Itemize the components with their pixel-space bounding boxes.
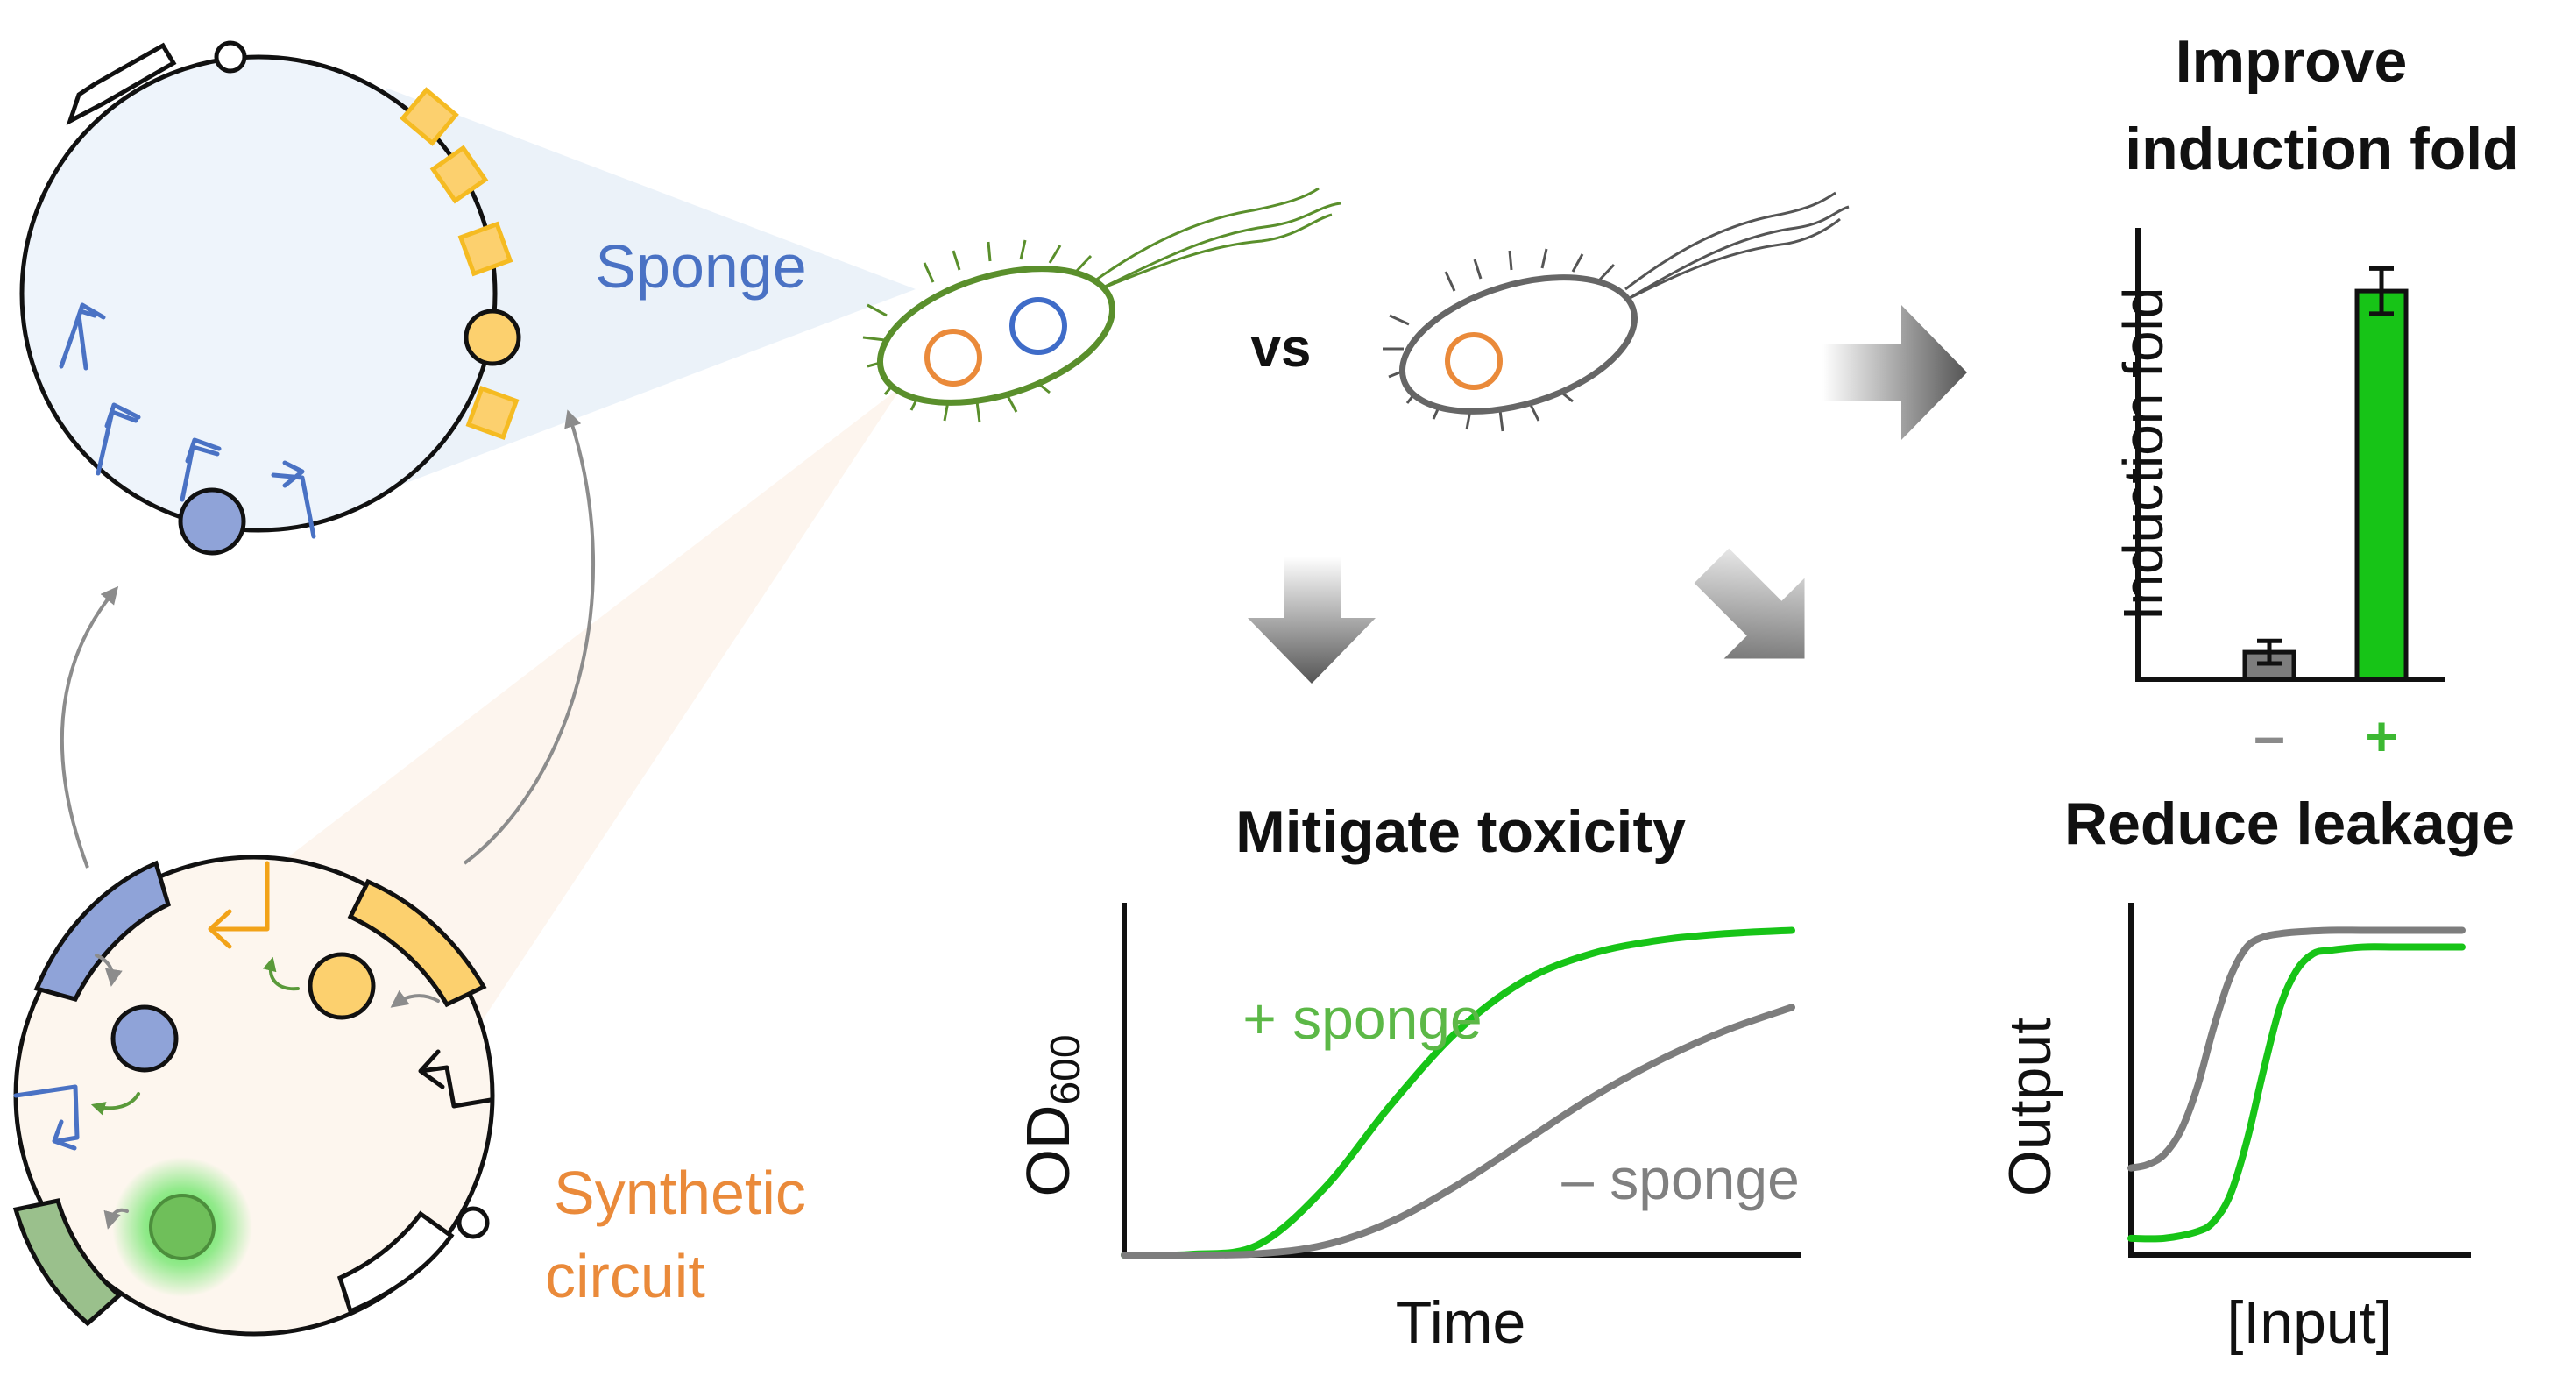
minus-sponge-label: – sponge <box>1561 1146 1800 1211</box>
sponge-plasmid-gene-block <box>66 42 177 126</box>
arrow-circuit-to-sponge-right <box>463 409 596 865</box>
sponge-zoom-wedge <box>386 88 916 491</box>
synthetic-circuit-plasmid <box>12 855 495 1337</box>
blue-promoter-icons <box>59 302 316 539</box>
circuit-blue-circle <box>110 1004 179 1073</box>
leakage-title: Reduce leakage <box>2064 791 2515 857</box>
blue-plasmid-ring <box>1009 297 1067 355</box>
sponge-plasmid-origin-icon <box>214 40 247 74</box>
plus-sponge-label: + sponge <box>1242 986 1482 1051</box>
toxicity-xlabel: Time <box>1396 1289 1526 1356</box>
bacterium-without-sponge <box>1383 191 1850 432</box>
circuit-label: circuit <box>545 1242 705 1310</box>
blue-gene-block <box>33 860 172 1002</box>
series-line-1 <box>1121 1004 1795 1259</box>
cell-body-green <box>876 266 1116 406</box>
induction-panel: Improve induction fold Induction fold –+ <box>2112 28 2519 768</box>
flagella-green <box>1094 187 1341 291</box>
circuit-zoom-wedge <box>263 386 902 1034</box>
series-line-0 <box>2127 926 2466 1172</box>
induction-title-line1: Improve <box>2176 28 2408 95</box>
sponge-label: Sponge <box>595 232 806 301</box>
induction-ylabel: Induction fold <box>2112 287 2175 621</box>
toxicity-ylabel-main: OD <box>1014 1105 1082 1197</box>
toxicity-ylabel: OD600 <box>1014 1034 1089 1196</box>
toxicity-ylabel-sub: 600 <box>1043 1034 1089 1104</box>
yellow-gene-block <box>347 878 487 1008</box>
toxicity-title: Mitigate toxicity <box>1235 798 1686 865</box>
leakage-line-chart <box>2127 903 2471 1258</box>
bacterium-with-sponge <box>862 187 1341 423</box>
arrow-to-leakage <box>1694 548 1805 659</box>
regulation-arrows <box>90 954 440 1230</box>
circuit-yellow-circle <box>308 952 376 1020</box>
arrow-to-toxicity <box>1248 557 1376 684</box>
arrow-circuit-to-sponge-left <box>60 585 119 869</box>
leakage-xlabel: [Input] <box>2226 1289 2392 1356</box>
series-line-0 <box>1121 926 1795 1259</box>
sponge-target-circle <box>464 309 521 366</box>
orange-plasmid-ring-2 <box>1445 332 1503 390</box>
synthetic-label: Synthetic <box>554 1159 806 1227</box>
cell-body-gray <box>1398 274 1638 415</box>
leakage-panel: Reduce leakage Output [Input] <box>1997 791 2515 1356</box>
orange-promoter-icon <box>208 861 270 949</box>
binding-site-array <box>400 87 520 441</box>
induction-title-line2: induction fold <box>2125 116 2518 182</box>
flagella-gray <box>1624 191 1850 300</box>
toxicity-panel: Mitigate toxicity OD600 Time + sponge – … <box>1014 798 1801 1356</box>
leakage-ylabel: Output <box>1997 1018 2063 1196</box>
black-promoter-icon <box>418 1049 493 1109</box>
green-gene-block <box>12 1198 123 1327</box>
bar-plus <box>2354 288 2409 682</box>
vs-label: vs <box>1251 318 1312 379</box>
toxicity-line-chart <box>1121 903 1801 1259</box>
series-line-1 <box>2127 943 2466 1243</box>
sponge-protein-circle <box>178 487 246 556</box>
tick-label-plus: + <box>2365 705 2397 768</box>
tick-label-minus: – <box>2254 705 2285 768</box>
white-gene-block <box>336 1210 455 1315</box>
circuit-origin-icon <box>456 1206 490 1239</box>
arrow-to-induction <box>1822 305 1967 440</box>
orange-plasmid-ring <box>924 329 982 387</box>
reporter-circle <box>149 1194 216 1260</box>
sponge-plasmid <box>19 40 521 556</box>
blue-circuit-promoter-icon <box>13 1084 80 1151</box>
induction-bar-chart: –+ <box>2135 228 2445 768</box>
